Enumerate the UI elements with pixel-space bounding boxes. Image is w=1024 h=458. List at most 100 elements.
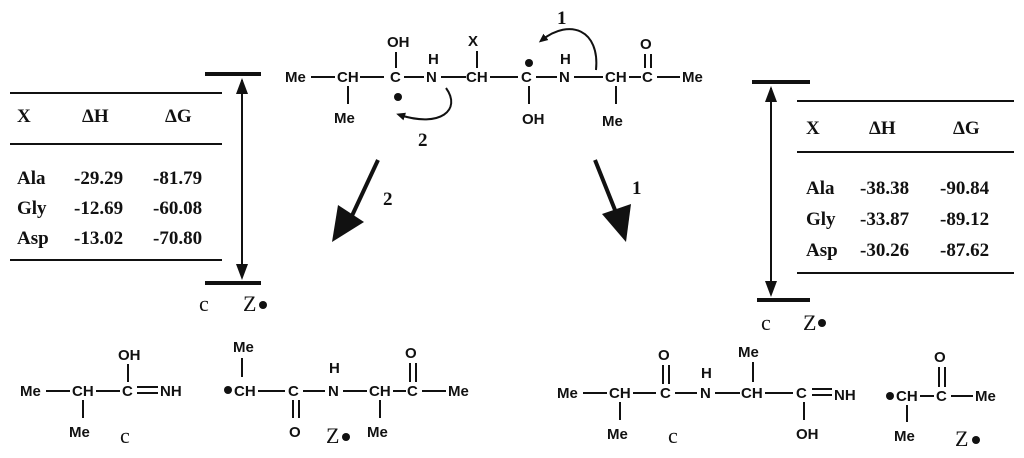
p2c-me: Me	[20, 383, 41, 400]
p2z-o2: O	[405, 345, 417, 362]
p2z-ch2: CH	[369, 383, 391, 400]
p2z-c: C	[288, 383, 299, 400]
reactant-c1: C	[390, 69, 401, 86]
p2c-ch: CH	[72, 383, 94, 400]
p1z-label: Z	[955, 426, 968, 451]
energy-bar-left: c Z	[199, 72, 267, 316]
product-c-fragment-path1: Me CH Me O C H N Me CH C OH NH c	[557, 344, 856, 448]
radical-dot	[525, 59, 533, 67]
energy-right-z: Z	[803, 310, 816, 335]
radical-dot	[886, 392, 894, 400]
table-right-row-1-dh: -33.87	[860, 209, 910, 230]
p1c-ch2: CH	[741, 385, 763, 402]
curved-arrow-1-label: 1	[557, 8, 567, 29]
table-right-row-0-dg: -90.84	[940, 178, 990, 199]
reactant-me-end: Me	[682, 69, 703, 86]
p1z-o: O	[934, 349, 946, 366]
reactant-n1: N	[426, 69, 437, 86]
table-right-row-0-x: Ala	[806, 178, 835, 199]
table-left-row-1-dg: -60.08	[153, 198, 202, 219]
p1c-nh: NH	[834, 387, 856, 404]
table-right-header-dh: ΔH	[869, 118, 896, 139]
reactant-oh1: OH	[387, 34, 410, 51]
arrow-up	[236, 78, 248, 94]
table-left-row-2-dg: -70.80	[153, 228, 202, 249]
reactant-ch-right: CH	[605, 69, 627, 86]
pathway-1-arrow: 1	[593, 159, 642, 242]
radical-dot	[818, 319, 826, 327]
p2c-oh: OH	[118, 347, 141, 364]
table-left-header-dh: ΔH	[82, 106, 109, 127]
p1c-me: Me	[557, 385, 578, 402]
p2c-label: c	[120, 423, 130, 448]
table-left-header-dg: ΔG	[165, 106, 192, 127]
reactant-x: X	[468, 33, 478, 50]
p1c-o: O	[658, 347, 670, 364]
p1c-me-top: Me	[738, 344, 759, 361]
table-right-row-2-dg: -87.62	[940, 240, 989, 261]
table-right-header-x: X	[806, 118, 820, 139]
reactant-ch-mid: CH	[466, 69, 488, 86]
p2z-ch: CH	[234, 383, 256, 400]
arrow-down	[765, 281, 777, 297]
table-right-row-1-x: Gly	[806, 209, 836, 230]
p2z-me-end: Me	[448, 383, 469, 400]
arrow-shaft	[593, 159, 619, 216]
reactant-structure: Me CH Me OH C N H X CH C OH H N CH Me O …	[285, 8, 703, 151]
radical-dot	[394, 93, 402, 101]
p2z-label: Z	[326, 423, 339, 448]
p1c-h: H	[701, 365, 712, 382]
table-left-row-0-dh: -29.29	[74, 168, 123, 189]
table-left: X ΔH ΔG Ala -29.29 -81.79 Gly -12.69 -60…	[10, 92, 222, 261]
pathway-1-label: 1	[632, 178, 642, 199]
arrow-up	[765, 86, 777, 102]
reactant-c2: C	[521, 69, 532, 86]
reactant-oh2: OH	[522, 111, 545, 128]
radical-dot	[259, 301, 267, 309]
table-right-header-dg: ΔG	[953, 118, 980, 139]
product-z-fragment-path1: CH Me O C Me Z	[886, 349, 996, 451]
p2c-c: C	[122, 383, 133, 400]
reactant-me-branch: Me	[334, 110, 355, 127]
p2z-me-top: Me	[233, 339, 254, 356]
p1c-me-branch: Me	[607, 426, 628, 443]
radical-dot	[972, 436, 980, 444]
radical-dot	[342, 433, 350, 441]
curved-arrow-1	[538, 28, 598, 71]
p1z-ch: CH	[896, 388, 918, 405]
curved-arrow-2	[396, 87, 453, 121]
reactant-h1: H	[428, 51, 439, 68]
p2z-me-branch: Me	[367, 424, 388, 441]
p1c-c2: C	[796, 385, 807, 402]
p1c-oh: OH	[796, 426, 819, 443]
p1z-me-end: Me	[975, 388, 996, 405]
radical-dot	[224, 386, 232, 394]
reactant-ch-left: CH	[337, 69, 359, 86]
table-right: X ΔH ΔG Ala -38.38 -90.84 Gly -33.87 -89…	[797, 100, 1014, 274]
reactant-me-right-branch: Me	[602, 113, 623, 130]
energy-bar-right: c Z	[752, 80, 826, 335]
p1c-n: N	[700, 385, 711, 402]
p2c-nh: NH	[160, 383, 182, 400]
curved-arrow-2-label: 2	[418, 130, 428, 151]
reactant-n2: N	[559, 69, 570, 86]
table-left-row-0-dg: -81.79	[153, 168, 202, 189]
table-left-header-x: X	[17, 106, 31, 127]
p1z-c: C	[936, 388, 947, 405]
pathway-2-label: 2	[383, 189, 393, 210]
p2z-c2: C	[407, 383, 418, 400]
arrow-head	[602, 204, 631, 242]
p1c-ch: CH	[609, 385, 631, 402]
arrow-head	[332, 205, 364, 242]
table-right-row-2-dh: -30.26	[860, 240, 909, 261]
table-left-row-1-dh: -12.69	[74, 198, 123, 219]
table-left-row-0-x: Ala	[17, 168, 46, 189]
product-c-fragment-path2: Me CH Me OH C NH c	[20, 347, 182, 448]
table-left-row-2-x: Asp	[17, 228, 49, 249]
product-z-fragment-path2: Me CH C O H N CH Me O C Me Z	[224, 339, 469, 448]
p1c-label: c	[668, 423, 678, 448]
p2c-me-branch: Me	[69, 424, 90, 441]
energy-right-c: c	[761, 310, 771, 335]
table-left-row-2-dh: -13.02	[74, 228, 123, 249]
